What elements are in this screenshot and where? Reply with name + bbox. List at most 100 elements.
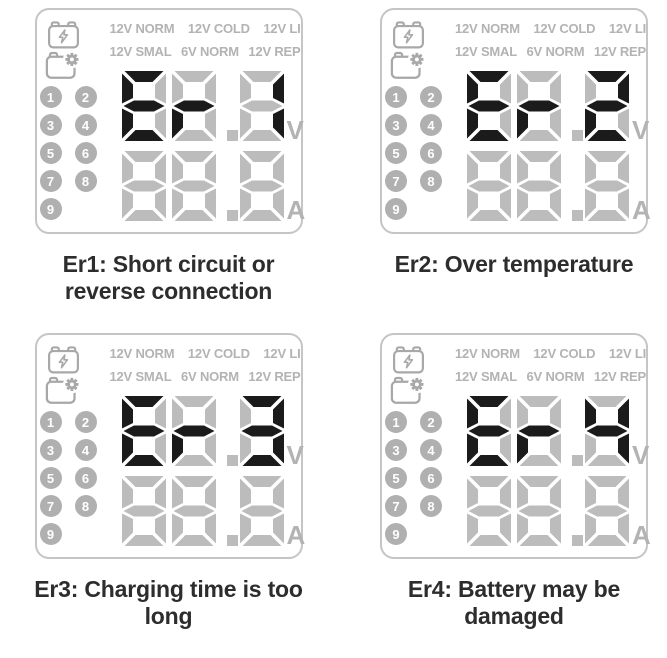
step-indicator-2: 2 <box>420 86 442 108</box>
battery-settings-icon <box>45 51 82 79</box>
step-indicator-1: 1 <box>385 86 407 108</box>
mode-label-12v-rep: 12V REP <box>248 44 301 59</box>
step-indicator-2: 2 <box>74 411 97 433</box>
step-indicator-3: 3 <box>385 439 407 461</box>
amp-unit-label: A <box>286 520 306 550</box>
battery-mode-labels-row1: 12V NORM 12V COLD 12V LI <box>455 21 646 36</box>
voltage-display: V <box>467 71 650 145</box>
decimal-point <box>572 455 583 466</box>
battery-charge-icon <box>48 21 79 49</box>
caption-line: Er4: Battery may be <box>407 576 621 602</box>
error-section-er4: 1 2 3 4 5 6 7 8 9 12V NORM 12V COLD 12V … <box>337 325 667 658</box>
decimal-point <box>226 210 238 221</box>
seven-segment-digit <box>517 476 561 546</box>
battery-mode-labels-row2: 12V SMAL 6V NORM 12V REP <box>110 44 301 59</box>
seven-segment-digit <box>121 476 166 546</box>
seven-segment-digit <box>171 151 216 221</box>
error-section-er3: 1 2 3 4 5 6 7 8 9 12V NORM 12V COLD 12V … <box>0 325 337 658</box>
mode-label-12v-cold: 12V COLD <box>533 21 596 36</box>
seven-segment-digit <box>585 396 629 466</box>
step-indicator-2: 2 <box>74 86 97 108</box>
volt-unit-label: V <box>286 440 304 470</box>
step-indicator-6: 6 <box>420 142 442 164</box>
mode-label-12v-cold: 12V COLD <box>187 346 250 361</box>
step-indicator-4: 4 <box>74 114 97 136</box>
volt-unit-label: V <box>632 440 650 470</box>
step-indicator-5: 5 <box>385 467 407 489</box>
mode-label-12v-li: 12V LI <box>608 21 646 36</box>
amp-unit-label: A <box>632 520 651 550</box>
mode-label-12v-rep: 12V REP <box>593 44 646 59</box>
error-section-er2: 1 2 3 4 5 6 7 8 9 12V NORM 12V COLD 12V … <box>337 0 667 325</box>
charge-step-indicators: 1 2 3 4 5 6 7 8 9 <box>39 86 97 220</box>
error-caption-er2: Er2: Over temperature <box>395 251 634 278</box>
battery-settings-icon <box>45 376 82 404</box>
decimal-point <box>572 210 583 221</box>
seven-segment-digit <box>585 151 629 221</box>
caption-line: reverse connection <box>64 278 273 304</box>
step-indicator-7: 7 <box>39 495 62 517</box>
mode-label-12v-li: 12V LI <box>263 21 301 36</box>
step-indicator-8: 8 <box>420 495 442 517</box>
step-indicator-8: 8 <box>74 170 97 192</box>
step-indicator-5: 5 <box>39 467 62 489</box>
amp-unit-label: A <box>632 195 651 225</box>
mode-label-12v-smal: 12V SMAL <box>455 369 517 384</box>
lcd-panel-er3: 1 2 3 4 5 6 7 8 9 12V NORM 12V COLD 12V … <box>34 333 306 559</box>
current-display: A <box>467 476 651 550</box>
seven-segment-digit <box>517 151 561 221</box>
step-indicator-5: 5 <box>385 142 407 164</box>
mode-label-12v-rep: 12V REP <box>248 369 301 384</box>
step-indicator-3: 3 <box>39 439 62 461</box>
step-indicator-1: 1 <box>39 86 62 108</box>
charge-step-indicators: 1 2 3 4 5 6 7 8 9 <box>385 411 442 545</box>
step-indicator-9: 9 <box>385 198 407 220</box>
amp-unit-label: A <box>286 195 306 225</box>
error-caption-er4: Er4: Battery may be damaged <box>408 576 620 630</box>
lcd-panel-er1: 1 2 3 4 5 6 7 8 9 12V NORM 12V COLD 12V … <box>34 8 306 234</box>
step-indicator-4: 4 <box>74 439 97 461</box>
step-indicator-6: 6 <box>74 467 97 489</box>
battery-settings-icon <box>390 51 427 79</box>
decimal-point <box>226 455 238 466</box>
step-indicator-2: 2 <box>420 411 442 433</box>
step-indicator-5: 5 <box>39 142 62 164</box>
seven-segment-digit <box>121 396 166 466</box>
step-indicator-9: 9 <box>39 523 62 545</box>
seven-segment-digit <box>239 396 284 466</box>
caption-line: Er1: Short circuit or <box>62 251 275 277</box>
error-caption-er1: Er1: Short circuit or reverse connection <box>63 251 275 305</box>
current-display: A <box>121 476 306 550</box>
battery-charge-icon <box>48 346 79 374</box>
seven-segment-digit <box>171 71 216 141</box>
seven-segment-digit <box>517 71 561 141</box>
battery-mode-labels-row2: 12V SMAL 6V NORM 12V REP <box>110 369 301 384</box>
lcd-panel-er2: 1 2 3 4 5 6 7 8 9 12V NORM 12V COLD 12V … <box>380 8 651 234</box>
seven-segment-digit <box>467 151 511 221</box>
step-indicator-3: 3 <box>39 114 62 136</box>
step-indicator-9: 9 <box>39 198 62 220</box>
step-indicator-1: 1 <box>39 411 62 433</box>
battery-mode-labels-row1: 12V NORM 12V COLD 12V LI <box>455 346 646 361</box>
mode-label-6v-norm: 6V NORM <box>181 44 239 59</box>
volt-unit-label: V <box>632 115 650 145</box>
battery-charge-icon <box>393 346 424 374</box>
mode-label-12v-norm: 12V NORM <box>109 346 175 361</box>
seven-segment-digit <box>467 396 511 466</box>
caption-line: damaged <box>464 603 564 629</box>
seven-segment-digit <box>585 476 629 546</box>
step-indicator-3: 3 <box>385 114 407 136</box>
battery-settings-icon <box>390 376 427 404</box>
step-indicator-8: 8 <box>74 495 97 517</box>
seven-segment-digit <box>239 71 284 141</box>
current-display: A <box>121 151 306 225</box>
voltage-display: V <box>121 396 304 470</box>
seven-segment-digit <box>467 476 511 546</box>
error-section-er1: 1 2 3 4 5 6 7 8 9 12V NORM 12V COLD 12V … <box>0 0 337 325</box>
caption-line: Er2: Over temperature <box>394 251 634 277</box>
step-indicator-4: 4 <box>420 114 442 136</box>
mode-label-12v-cold: 12V COLD <box>533 346 596 361</box>
decimal-point <box>572 130 583 141</box>
step-indicator-6: 6 <box>74 142 97 164</box>
step-indicator-7: 7 <box>39 170 62 192</box>
